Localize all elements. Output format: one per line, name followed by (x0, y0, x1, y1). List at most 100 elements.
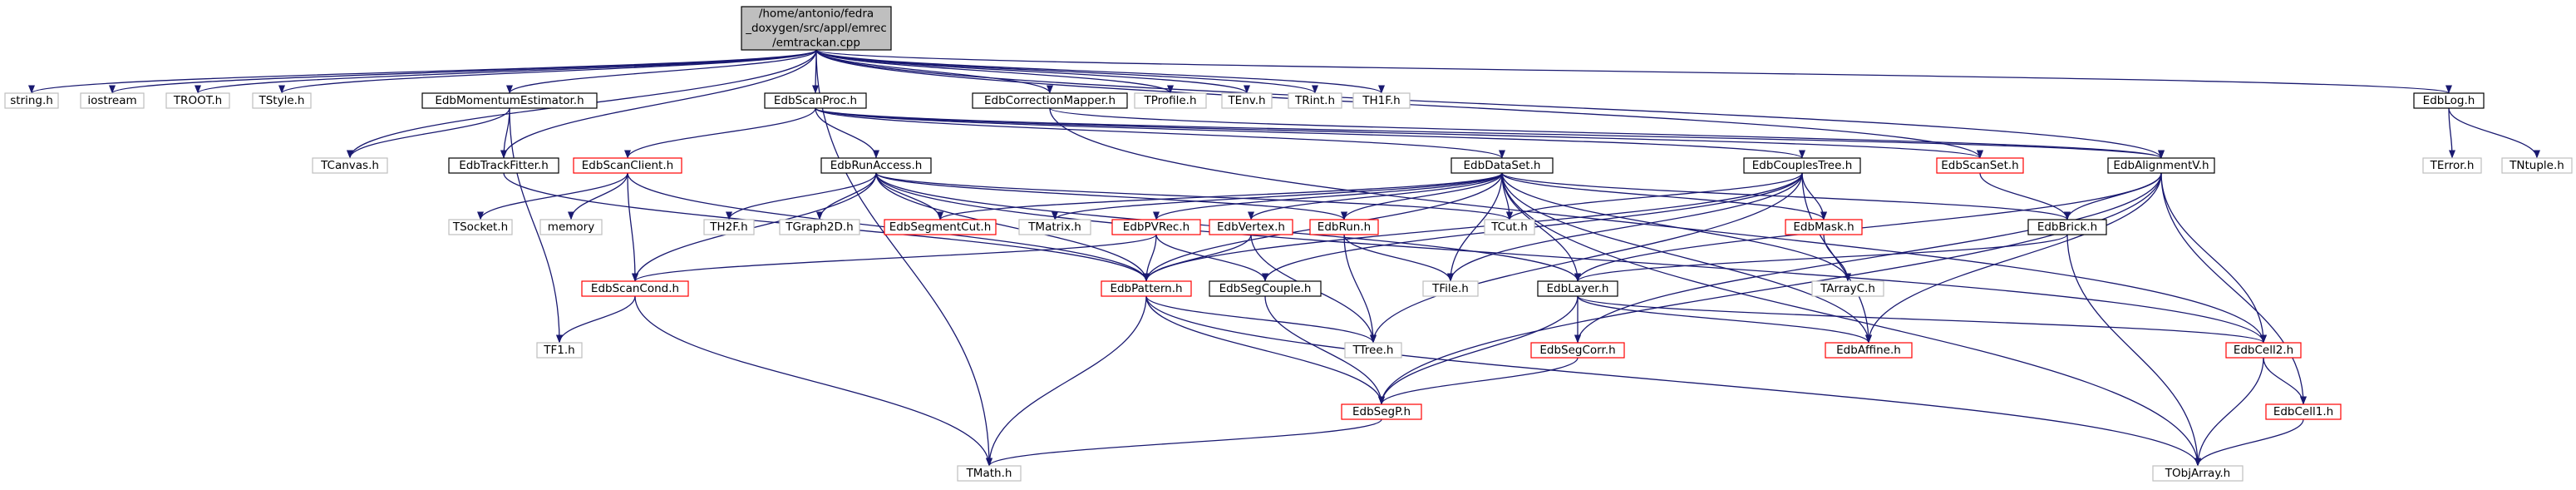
node-edb-log[interactable]: EdbLog.h (2413, 92, 2485, 109)
edge-edb-data-set-to-edb-affine (1501, 172, 1872, 344)
node-box (957, 465, 1022, 482)
edge-edb-couples-tree-to-t-cut (1506, 172, 1803, 220)
node-label: TRint.h (1294, 94, 1335, 107)
node-label: EdbMomentumEstimator.h (435, 94, 584, 107)
node-edb-run[interactable]: EdbRun.h (1309, 219, 1379, 235)
node-label: TCut.h (1490, 220, 1528, 234)
node-label: EdbCell2.h (2234, 344, 2293, 357)
node-edb-correction-mapper[interactable]: EdbCorrectionMapper.h (972, 92, 1128, 109)
node-label: EdbSegCouple.h (1219, 282, 1312, 295)
node-edb-mask[interactable]: EdbMask.h (1785, 219, 1863, 235)
edge-edb-pv-rec-to-edb-scan-cond (632, 234, 1157, 282)
node-t-obj-array: TObjArray.h (2152, 465, 2244, 482)
edge-edb-data-set-to-edb-brick (1501, 172, 2071, 220)
edge-edb-alignment-v-to-edb-cell2 (2160, 172, 2267, 344)
node-box (421, 92, 598, 109)
node-edb-data-set[interactable]: EdbDataSet.h (1451, 157, 1554, 174)
node-edb-seg-corr[interactable]: EdbSegCorr.h (1530, 342, 1625, 359)
edge-edb-run-access-to-t-cut (875, 172, 1513, 220)
edge-emtrackan-to-troot (195, 49, 817, 94)
edge-edb-cell1-to-t-obj-array (2194, 418, 2304, 467)
node-edb-run-access[interactable]: EdbRunAccess.h (820, 157, 932, 174)
edge-edb-scan-set-to-edb-brick (1979, 172, 2071, 220)
node-box (165, 92, 230, 109)
edge-edb-run-to-t-file (1343, 234, 1454, 282)
node-label: string.h (10, 94, 53, 107)
edge-edb-run-access-to-edb-scan-cond (632, 172, 877, 282)
node-box (573, 157, 682, 174)
node-edb-layer[interactable]: EdbLayer.h (1537, 280, 1618, 297)
node-label: EdbScanProc.h (774, 94, 857, 107)
node-edb-scan-cond[interactable]: EdbScanCond.h (581, 280, 689, 297)
node-box (1209, 219, 1293, 235)
node-box (1352, 92, 1411, 109)
node-edb-affine[interactable]: EdbAffine.h (1825, 342, 1913, 359)
node-edb-brick[interactable]: EdbBrick.h (2027, 219, 2107, 235)
node-t-rint: TRint.h (1288, 92, 1342, 109)
edge-edb-scan-client-to-edb-scan-cond (627, 172, 638, 282)
edge-edb-log-to-t-error (2448, 107, 2455, 159)
node-edb-scan-client[interactable]: EdbScanClient.h (573, 157, 682, 174)
node-edb-seg-p[interactable]: EdbSegP.h (1341, 403, 1422, 420)
node-edb-scan-proc[interactable]: EdbScanProc.h (764, 92, 867, 109)
node-root-file[interactable]: /home/antonio/fedra_doxygen/src/appl/emr… (741, 6, 892, 51)
node-label: TStyle.h (258, 94, 304, 107)
edge-edb-cell2-to-edb-cell1 (2263, 357, 2307, 405)
node-label: EdbBrick.h (2037, 220, 2097, 234)
edge-edb-scan-proc-to-edb-scan-client (624, 107, 816, 159)
node-label: EdbCorrectionMapper.h (984, 94, 1116, 107)
edge-edb-seg-p-to-t-math (986, 418, 1382, 467)
edge-edb-brick-to-edb-layer (1574, 234, 2068, 282)
edge-edb-run-access-to-edb-cell2 (875, 172, 2267, 344)
edge-edb-scan-proc-to-edb-alignment-v (815, 107, 2165, 159)
node-edb-segment-cut[interactable]: EdbSegmentCut.h (884, 219, 997, 235)
node-box (1209, 280, 1322, 297)
edge-edb-scan-cond-to-tf1 (556, 295, 636, 344)
node-label: EdbPVRec.h (1123, 220, 1189, 234)
node-edb-track-fitter[interactable]: EdbTrackFitter.h (448, 157, 559, 174)
node-edb-cell2[interactable]: EdbCell2.h (2225, 342, 2302, 359)
node-box (820, 157, 932, 174)
node-edb-momentum-estimator[interactable]: EdbMomentumEstimator.h (421, 92, 598, 109)
node-edb-pv-rec[interactable]: EdbPVRec.h (1111, 219, 1201, 235)
edge-emtrackan-to-edb-momentum-estimator (506, 49, 817, 94)
node-box (1451, 157, 1554, 174)
node-box (1936, 157, 2024, 174)
edge-edb-alignment-v-to-edb-seg-corr (1574, 172, 2162, 344)
edge-emtrackan-to-edb-track-fitter (500, 49, 817, 159)
edge-emtrackan-to-t-env (815, 49, 1250, 94)
node-box (4, 92, 59, 109)
node-edb-pattern[interactable]: EdbPattern.h (1101, 280, 1192, 297)
node-box (1018, 219, 1091, 235)
node-edb-cell1[interactable]: EdbCell1.h (2265, 403, 2342, 420)
node-box (1344, 342, 1402, 359)
edge-edb-layer-to-edb-affine (1577, 295, 1872, 344)
node-box (539, 219, 603, 235)
node-edb-vertex[interactable]: EdbVertex.h (1209, 219, 1293, 235)
edge-edb-run-to-t-tree (1343, 234, 1377, 344)
node-label: TF1.h (543, 344, 574, 357)
edge-edb-run-access-to-edb-run (875, 172, 1347, 220)
node-edb-couples-tree[interactable]: EdbCouplesTree.h (1743, 157, 1861, 174)
edge-edb-layer-to-edb-seg-p (1378, 295, 1579, 405)
edge-emtrackan-to-string (28, 49, 817, 94)
node-label: TNtuple.h (2509, 159, 2564, 172)
node-label: TTree.h (1352, 344, 1394, 357)
node-label: EdbCouplesTree.h (1752, 159, 1853, 172)
node-box (741, 6, 892, 51)
node-box (1484, 219, 1535, 235)
node-box (581, 280, 689, 297)
node-string: string.h (4, 92, 59, 109)
edge-edb-run-access-to-t-graph2-d (816, 172, 877, 220)
node-edb-scan-set[interactable]: EdbScanSet.h (1936, 157, 2024, 174)
node-t-socket: TSocket.h (448, 219, 513, 235)
edge-edb-scan-proc-to-edb-couples-tree (815, 107, 1805, 159)
node-t-canvas: TCanvas.h (312, 157, 388, 174)
node-label: EdbPattern.h (1110, 282, 1182, 295)
edge-edb-couples-tree-to-t-tree (1370, 172, 1803, 344)
node-edb-seg-couple[interactable]: EdbSegCouple.h (1209, 280, 1322, 297)
node-edb-alignment-v[interactable]: EdbAlignmentV.h (2107, 157, 2215, 174)
node-label: EdbAffine.h (1836, 344, 1901, 357)
edge-edb-correction-mapper-to-edb-cell2 (1049, 107, 2267, 344)
node-box (972, 92, 1128, 109)
